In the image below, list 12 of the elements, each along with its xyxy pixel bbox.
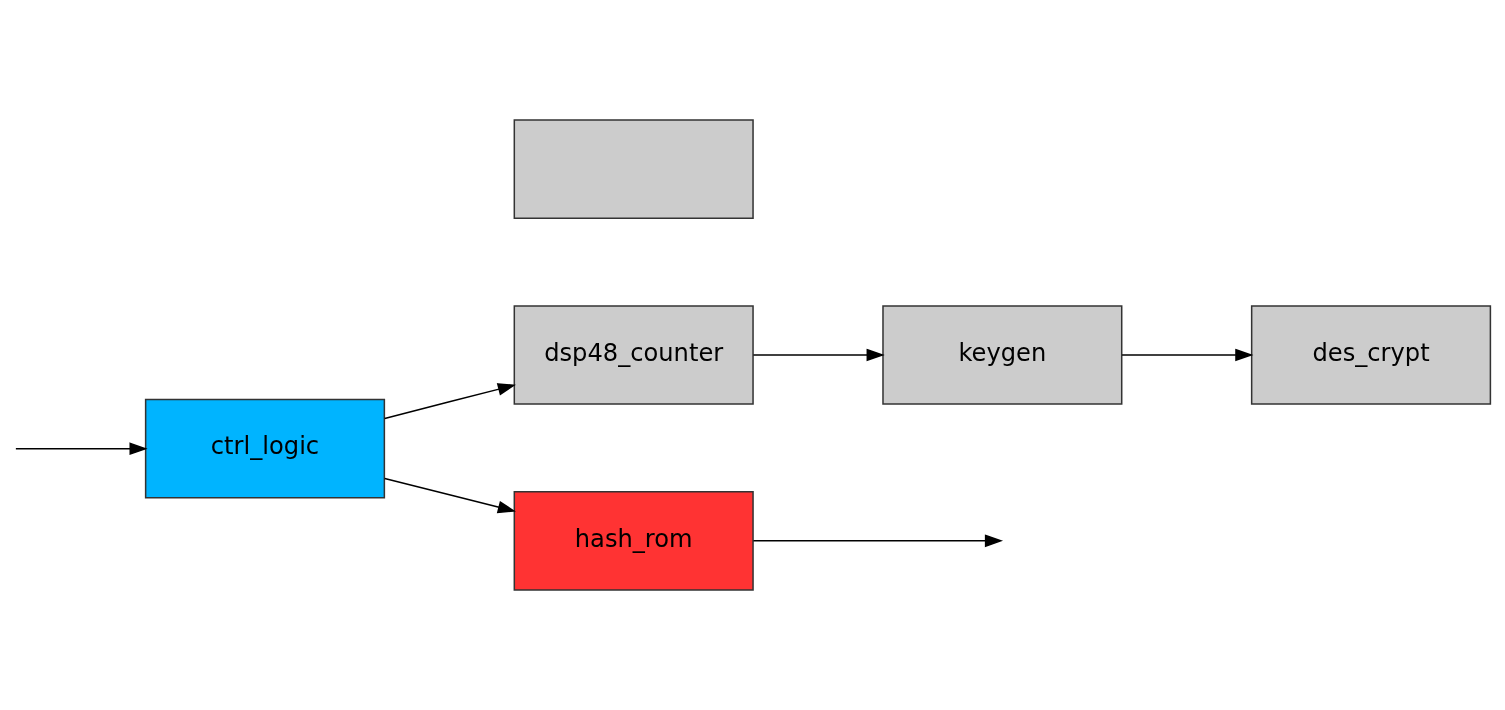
arrow [15, 442, 148, 456]
node-box: keygen [882, 305, 1123, 405]
node-box: ctrl_logic [144, 398, 386, 499]
node-box: dsp48_counter [513, 305, 754, 405]
arrow [752, 534, 1004, 548]
node-box: des_crypt [1250, 305, 1492, 405]
arrow [1121, 348, 1254, 362]
arrow [383, 383, 516, 420]
node-box [513, 119, 754, 219]
arrow [752, 348, 885, 362]
node-box: hash_rom [513, 491, 754, 591]
arrow [383, 477, 516, 514]
